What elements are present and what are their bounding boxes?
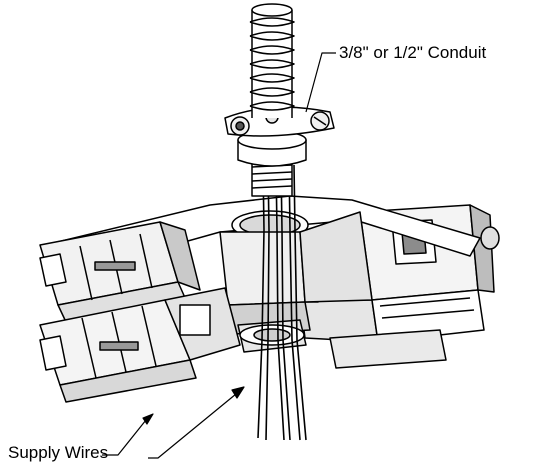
leader-line-supply	[102, 419, 147, 456]
supply-wires-callout: Supply Wires	[8, 443, 109, 462]
leader-arrow-supply	[142, 413, 154, 425]
leader-lines	[102, 52, 336, 459]
terminal-block-upper	[39, 221, 201, 323]
lock-nut	[237, 319, 307, 353]
leader-line-conduit	[305, 52, 336, 113]
supply-wire-bundle	[257, 164, 307, 441]
conduit-callout: 3/8" or 1/2" Conduit	[339, 43, 487, 62]
terminal-block-lower	[39, 287, 241, 403]
flexible-conduit	[249, 3, 295, 118]
